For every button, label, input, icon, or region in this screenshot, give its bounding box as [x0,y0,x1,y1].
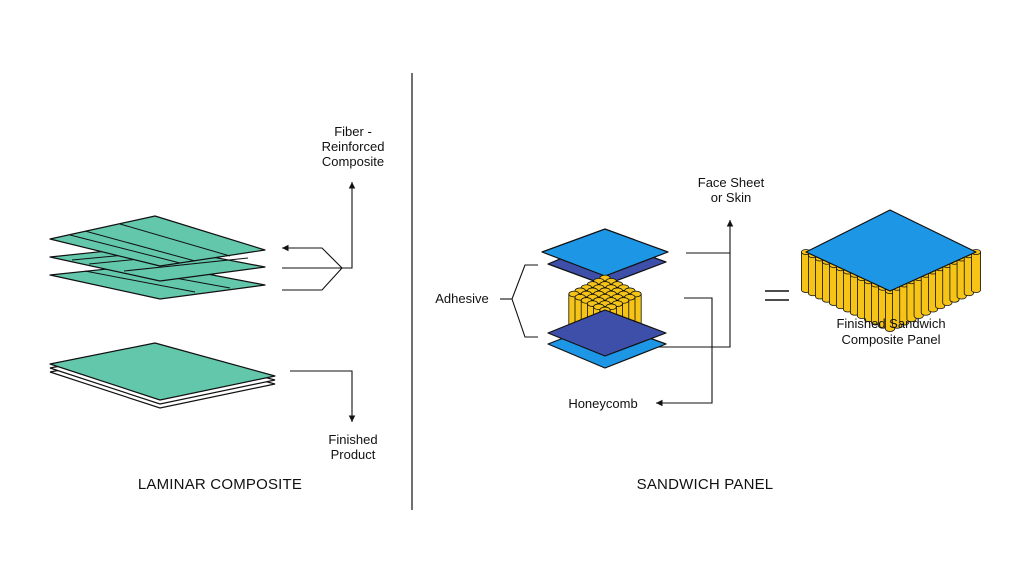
honeycomb-cell [971,249,982,293]
adhesive-label: Adhesive [435,291,488,306]
fiber-label-line1: Fiber - [334,124,372,139]
laminar-composite-section: Fiber - Reinforced Composite Finished Pr… [49,124,385,493]
face-sheet-label-line1: Face Sheet [698,175,765,190]
laminar-finished-label-line2: Product [331,447,376,462]
finished-pointer-line [290,370,356,422]
laminar-finished-label-line1: Finished [328,432,377,447]
fiber-label-line3: Composite [322,154,384,169]
fiber-pointer-lines [282,182,356,291]
fiber-label-line2: Reinforced [322,139,385,154]
equals-symbol [765,290,789,301]
sandwich-section-title: SANDWICH PANEL [637,476,774,493]
sandwich-finished-label-line2: Composite Panel [842,332,941,347]
ply-top [49,215,266,267]
bottom-adhesive-layer [547,309,667,357]
finished-laminate [49,342,276,409]
face-sheet-label-line2: or Skin [711,190,751,205]
honeycomb-pointer-line [656,297,713,407]
sandwich-panel-section: Adhesive Face Sheet or Skin Honeycomb Fi… [435,175,982,493]
face-sheet-pointer-lines [686,220,734,254]
finished-panel-core [801,249,982,332]
sandwich-finished-label-line1: Finished Sandwich [836,316,945,331]
honeycomb-label: Honeycomb [568,396,637,411]
top-face-sheet [541,228,669,277]
finished-panel-face [805,209,977,292]
laminar-section-title: LAMINAR COMPOSITE [138,476,302,493]
adhesive-bracket [511,264,538,338]
